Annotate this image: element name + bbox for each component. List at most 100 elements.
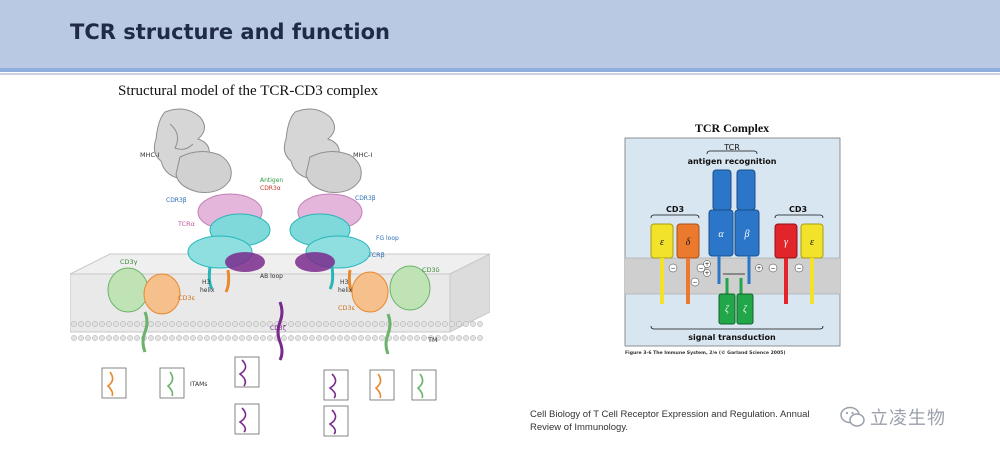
tm-helix-center	[276, 301, 284, 361]
lipid-head	[162, 335, 168, 341]
cd3g-structure	[107, 267, 149, 313]
tcr-label: TCR	[723, 143, 740, 152]
lipid-head	[421, 335, 427, 341]
lipid-head	[442, 335, 448, 341]
cd3e-left-structure	[143, 273, 181, 315]
lipid-head	[232, 321, 238, 327]
cd3e-right-label: CD3ε	[338, 304, 356, 312]
lipid-head	[218, 335, 224, 341]
svg-text:+: +	[704, 261, 709, 268]
tcr-bracket	[706, 150, 758, 155]
tcr-beta-chain	[734, 209, 760, 257]
alpha-chain-label: α	[718, 229, 724, 240]
citation-line-2: Review of Immunology.	[530, 422, 629, 433]
header-divider-thin	[0, 73, 1000, 75]
mhc-left-label: MHC-I	[140, 151, 159, 159]
lipid-head	[148, 335, 154, 341]
zeta-chain-right	[736, 293, 754, 325]
lipid-head	[470, 321, 476, 327]
lipid-head	[365, 335, 371, 341]
lipid-head	[295, 321, 301, 327]
antigen-label: Antigen	[260, 177, 283, 184]
lipid-head	[351, 335, 357, 341]
zeta-left-label: ζ	[725, 304, 730, 314]
lipid-head	[470, 335, 476, 341]
lipid-head	[295, 335, 301, 341]
lipid-head	[421, 321, 427, 327]
svg-text:−: −	[692, 279, 697, 286]
lipid-head	[428, 321, 434, 327]
cdr3a-label: CDR3α	[260, 185, 281, 192]
lipid-head	[442, 321, 448, 327]
lipid-head	[309, 321, 315, 327]
lipid-head	[155, 335, 161, 341]
lipid-head	[316, 335, 322, 341]
lipid-head	[463, 321, 469, 327]
lipid-head	[85, 321, 91, 327]
gamma-label: γ	[784, 237, 789, 248]
svg-text:−: −	[770, 265, 775, 272]
lipid-bilayer	[71, 321, 483, 341]
lipid-head	[106, 335, 112, 341]
cd3-left-label: CD3	[666, 205, 684, 214]
lipid-head	[211, 321, 217, 327]
helix-left-label: helix	[200, 287, 215, 294]
cdr3b-right-label: CDR3β	[355, 195, 376, 202]
watermark: 立凌生物	[840, 404, 980, 430]
left-figure-title: Structural model of the TCR-CD3 complex	[118, 83, 379, 99]
lipid-head	[225, 321, 231, 327]
lipid-head	[176, 321, 182, 327]
lipid-head	[260, 321, 266, 327]
h3-right-label: H3	[340, 279, 349, 286]
lipid-head	[337, 335, 343, 341]
lipid-head	[253, 321, 259, 327]
lipid-head	[351, 321, 357, 327]
cell-membrane	[625, 258, 840, 294]
lipid-head	[92, 335, 98, 341]
beta-chain-label: β	[744, 229, 750, 240]
lipid-head	[99, 321, 105, 327]
lipid-head	[92, 321, 98, 327]
cd3e-left-label: CD3ε	[178, 294, 196, 302]
lipid-head	[379, 335, 385, 341]
itam-boxes	[101, 356, 437, 437]
zeta-chain-left	[718, 293, 736, 325]
epsilon-right-label: ε	[810, 237, 814, 248]
lipid-head	[456, 335, 462, 341]
cd3-right-label: CD3	[789, 205, 807, 214]
tcr-alpha-chain-top	[712, 169, 732, 211]
lipid-head	[316, 321, 322, 327]
lipid-head	[393, 335, 399, 341]
signal-transduction-label: signal transduction	[688, 333, 776, 342]
cd3g-label: CD3γ	[120, 258, 138, 266]
membrane-side	[449, 253, 490, 333]
lipid-head	[190, 321, 196, 327]
lipid-head	[211, 335, 217, 341]
lipid-head	[330, 335, 336, 341]
lipid-head	[288, 335, 294, 341]
mhc-left-structure	[153, 108, 232, 193]
lipid-head	[85, 335, 91, 341]
lipid-head	[372, 335, 378, 341]
lipid-head	[477, 335, 483, 341]
header-divider	[0, 68, 1000, 72]
lipid-head	[435, 321, 441, 327]
mhc-right-structure	[283, 108, 362, 193]
lipid-head	[239, 335, 245, 341]
lipid-head	[358, 321, 364, 327]
lipid-head	[435, 335, 441, 341]
svg-text:+: +	[704, 270, 709, 277]
tcr-right-structure	[289, 193, 371, 293]
tcr-cd3-structural-model: MHC-I MHC-I Antigen CDR3α CDR3β CDR3β TC…	[70, 108, 490, 437]
wechat-icon	[840, 406, 865, 427]
lipid-head	[127, 321, 133, 327]
lipid-head	[169, 321, 175, 327]
lipid-head	[365, 321, 371, 327]
lipid-head	[393, 321, 399, 327]
lipid-head	[288, 321, 294, 327]
lipid-head	[99, 335, 105, 341]
lipid-head	[246, 321, 252, 327]
lipid-head	[400, 335, 406, 341]
lipid-head	[106, 321, 112, 327]
lipid-head	[176, 335, 182, 341]
